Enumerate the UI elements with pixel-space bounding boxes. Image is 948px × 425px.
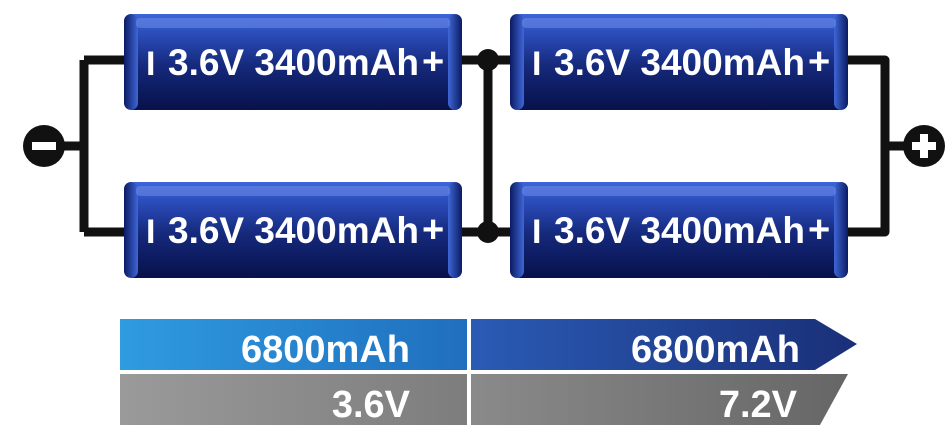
cell-positive-mark: + — [808, 41, 830, 83]
cell-highlight — [522, 186, 836, 196]
junction-top — [477, 49, 499, 71]
cell-positive-mark: + — [422, 209, 444, 251]
cell-body — [124, 182, 462, 278]
capacity-bar-right — [471, 319, 857, 370]
cell-negative-mark: I — [146, 213, 155, 251]
negative-terminal — [23, 125, 65, 167]
wire-negative-bus — [56, 55, 130, 237]
cell-highlight — [522, 18, 836, 28]
cell-cap-right — [834, 14, 848, 110]
cell-rating-label: 3.6V 3400mAh — [168, 210, 419, 251]
cell-body — [510, 182, 848, 278]
battery-cell-4: I 3.6V 3400mAh+ — [510, 182, 848, 278]
minus-glyph — [32, 142, 56, 150]
capacity-left-label: 6800mAh — [241, 329, 410, 371]
cell-cap-right — [834, 182, 848, 278]
cell-body — [510, 14, 848, 110]
cell-highlight — [136, 186, 450, 196]
cell-rating-label: 3.6V 3400mAh — [554, 210, 805, 251]
capacity-right-label: 6800mAh — [631, 329, 800, 371]
cell-rating-label: 3.6V 3400mAh — [554, 42, 805, 83]
cell-highlight — [136, 18, 450, 28]
cell-cap-right — [448, 14, 462, 110]
wire-middle-bus — [455, 55, 515, 237]
cell-rating-label: 3.6V 3400mAh — [168, 42, 419, 83]
voltage-right-label: 7.2V — [719, 384, 798, 425]
wire-positive-bus — [845, 55, 910, 237]
cell-cap-left — [124, 14, 138, 110]
voltage-bar-left — [120, 374, 467, 425]
cell-cap-left — [124, 182, 138, 278]
voltage-left-label: 3.6V — [332, 384, 411, 425]
cell-body — [124, 14, 462, 110]
battery-cell-2: I 3.6V 3400mAh+ — [510, 14, 848, 110]
cell-negative-mark: I — [532, 45, 541, 83]
cell-cap-right — [448, 182, 462, 278]
cell-negative-mark: I — [146, 45, 155, 83]
summary-bars: 6800mAh 6800mAh 3.6V 7.2V — [120, 319, 857, 425]
cell-cap-left — [510, 182, 524, 278]
cell-negative-mark: I — [532, 213, 541, 251]
junction-bottom — [477, 221, 499, 243]
positive-terminal — [903, 125, 945, 167]
cell-positive-mark: + — [422, 41, 444, 83]
voltage-bar-right — [471, 374, 848, 425]
battery-cell-3: I 3.6V 3400mAh+ — [124, 182, 462, 278]
capacity-bar-left — [120, 319, 467, 370]
cell-positive-mark: + — [808, 209, 830, 251]
cell-cap-left — [510, 14, 524, 110]
plus-glyph-v — [920, 134, 928, 158]
battery-cell-1: I 3.6V 3400mAh+ — [124, 14, 462, 110]
